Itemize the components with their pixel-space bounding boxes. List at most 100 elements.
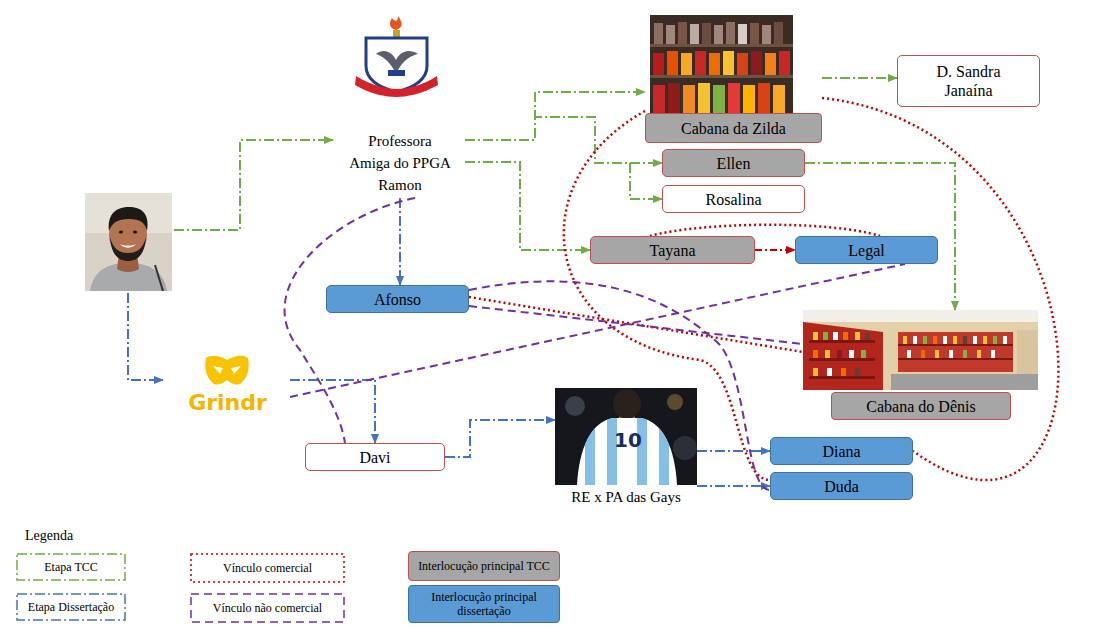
node-text: Cabana do Dênis [866, 397, 975, 416]
shop-photo-part [653, 85, 665, 113]
node-text: Cabana da Zilda [681, 119, 786, 138]
shop-photo-part [891, 374, 1038, 390]
person-photo-part [120, 244, 136, 248]
connector [285, 198, 415, 443]
legend-line-sample [17, 554, 125, 580]
connector [697, 450, 770, 452]
node-text: Grindr [188, 390, 267, 416]
shop-photo-part [650, 15, 793, 113]
app-logo-part [205, 356, 248, 385]
shop-photo-part [841, 368, 846, 376]
shop-photo-part [654, 23, 663, 44]
shop-photo-part [977, 350, 981, 358]
shop-photo-part [681, 53, 692, 75]
person-box: Legal [795, 236, 938, 264]
event-photo-part [555, 388, 697, 485]
university-logo-part [376, 51, 418, 70]
shop-photo-part [913, 336, 917, 344]
shop-photo-part [825, 350, 830, 358]
university-logo-part [355, 76, 438, 97]
node-text: Afonso [374, 290, 421, 309]
person-photo-part [155, 265, 163, 291]
legend-swatch: Interlocução principal TCC [408, 551, 560, 581]
event-photo-part [585, 388, 595, 485]
shop-photo-part [861, 350, 866, 358]
event-photo-part [555, 388, 697, 485]
event-photo-part [565, 396, 585, 416]
shop-photo-part [827, 368, 832, 376]
connector [465, 162, 590, 250]
shop-photo [650, 15, 793, 113]
event-photo-part [613, 389, 641, 419]
connector [465, 117, 662, 163]
person-box: Diana [770, 437, 913, 465]
shop-photo-part [949, 350, 953, 358]
caption-holder: Grindr [165, 390, 290, 416]
shop-photo-part [833, 332, 838, 340]
person-photo-part [119, 231, 123, 234]
shop-photo-part [809, 340, 875, 343]
legend-line-sample [191, 594, 344, 622]
person-box: Rosalina [662, 185, 805, 213]
legend-item: Vínculo não comercial [190, 593, 345, 623]
connector [469, 297, 803, 352]
shop-photo-part [709, 53, 720, 75]
connector [822, 98, 1058, 480]
legend-text: Etapa Dissertação [28, 600, 114, 614]
legend-item: Vínculo comercial [190, 553, 345, 583]
shop-photo-part [762, 25, 771, 44]
shop-photo-part [667, 51, 678, 75]
connector [822, 77, 897, 79]
shop-photo-part [903, 336, 907, 344]
shop-photo-part [855, 332, 860, 340]
event-photo-part [555, 388, 697, 485]
shop-photo-part [773, 85, 785, 113]
shop-photo-part [923, 336, 927, 344]
shop-photo-part [993, 336, 997, 344]
app-node: Grindr [165, 350, 290, 418]
university-logo [348, 14, 445, 98]
shop-photo-part [943, 336, 947, 344]
shop-photo-part [973, 336, 977, 344]
person-box: Afonso [326, 285, 469, 313]
connector [399, 198, 401, 285]
label-box: Cabana do Dênis [831, 392, 1011, 420]
legend-text: Vínculo não comercial [213, 601, 322, 615]
university-logo-part [388, 70, 405, 76]
shop-photo-part [921, 350, 925, 358]
shop-photo-part [650, 75, 793, 78]
node-text: Legal [848, 241, 884, 260]
shop-photo-part [683, 85, 695, 113]
shop-photo-part [751, 51, 762, 75]
place-node: Cabana do Dênis [803, 310, 1038, 420]
institution-node: Professora Amiga do PPGA Ramon [335, 12, 465, 198]
node-text: Tayana [650, 241, 696, 260]
shop-photo-part [738, 24, 747, 44]
shop-photo-part [714, 25, 723, 44]
shop-photo-part [1017, 330, 1038, 374]
shop-photo-part [803, 310, 1038, 322]
person-photo-part [110, 237, 146, 261]
node-text: Duda [824, 477, 859, 496]
app-logo [202, 352, 252, 388]
event-photo-part [673, 436, 697, 460]
person-photo-part [109, 207, 148, 231]
shop-photo-part [933, 336, 937, 344]
connector [469, 281, 770, 490]
legend-text: Vínculo comercial [223, 561, 312, 575]
person-box: Tayana [590, 236, 755, 264]
university-logo-part [390, 16, 402, 30]
shop-photo-part [963, 336, 967, 344]
node-text: RE x PA das Gays [571, 487, 680, 507]
shop-photo-part [935, 350, 939, 358]
event-photo-part [659, 388, 669, 485]
person-box: Duda [770, 472, 913, 500]
shop-photo-part [803, 322, 883, 390]
legend-text: Etapa TCC [44, 560, 97, 574]
app-logo-part [231, 366, 241, 374]
shop-photo-part [723, 51, 734, 75]
shop-photo-part [728, 83, 740, 113]
shop-photo-part [907, 350, 911, 358]
place-node: Cabana da Zilda [645, 15, 822, 143]
node-text: D. Sandra Janaína [930, 62, 1008, 100]
